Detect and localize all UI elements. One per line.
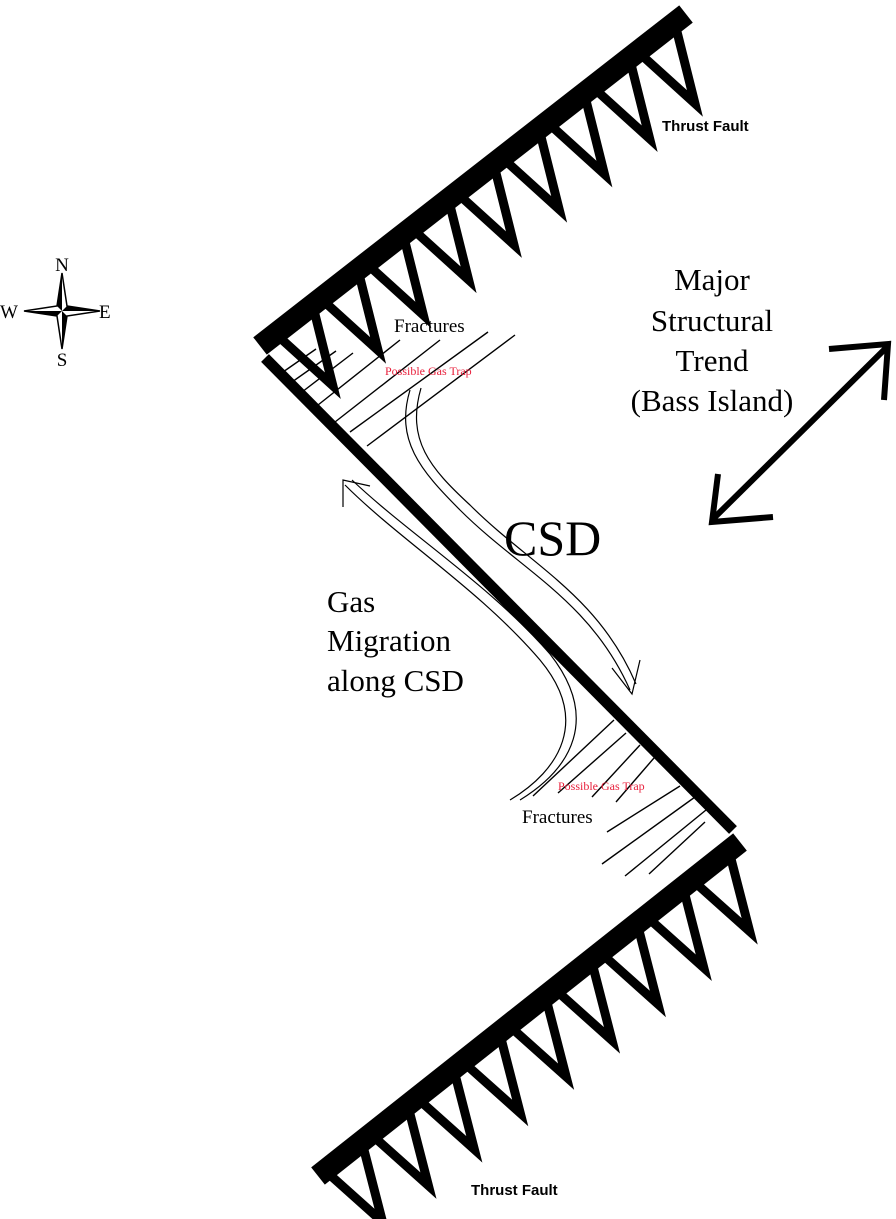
fracture-hatching-bottom — [532, 719, 707, 877]
fracture-line — [366, 334, 516, 447]
fracture-line — [606, 785, 681, 833]
thrust-fault-bottom — [311, 833, 758, 1219]
fracture-line — [648, 821, 706, 875]
gas-migration-arrow-down — [405, 387, 641, 696]
structural-trend-line: (Bass Island) — [631, 383, 794, 418]
fracture-line — [317, 339, 401, 406]
gas-migration-label: Gas Migration along CSD — [327, 584, 464, 698]
compass-w: W — [0, 302, 18, 323]
structural-trend-line: Major — [674, 262, 750, 297]
fault-tooth — [419, 1076, 483, 1163]
gas-trap-label-bottom: Possible Gas Trap — [558, 779, 645, 793]
fracture-line — [282, 348, 317, 373]
compass-s: S — [57, 350, 68, 371]
thrust-fault-label-bottom: Thrust Fault — [471, 1182, 558, 1199]
fault-tooth — [557, 967, 621, 1054]
fault-tooth — [414, 206, 477, 294]
fault-tooth — [373, 1112, 437, 1199]
fracture-line — [615, 757, 655, 803]
fault-tooth — [323, 277, 387, 364]
structural-trend-arrow — [708, 340, 892, 526]
fracture-line — [349, 331, 489, 433]
fault-tooth — [504, 135, 568, 223]
fault-tooth — [459, 171, 522, 258]
thrust-fault-top — [253, 5, 703, 399]
fracture-line — [624, 809, 707, 877]
fracture-hatching-top — [282, 331, 516, 447]
fault-line — [311, 833, 747, 1185]
fault-tooth — [511, 1003, 575, 1090]
fault-tooth — [278, 312, 341, 399]
compass-rose-icon: N S E W — [0, 255, 111, 371]
fault-tooth — [603, 930, 666, 1018]
gas-migration-line: Gas — [327, 584, 375, 619]
fracture-line — [591, 744, 641, 798]
compass-n: N — [55, 255, 69, 276]
fault-tooth — [369, 241, 432, 329]
fracture-line — [557, 732, 627, 794]
structural-trend-label: Major Structural Trend (Bass Island) — [631, 262, 794, 418]
gas-migration-arrow-up — [342, 479, 577, 801]
fault-tooth — [649, 894, 712, 981]
fault-tooth — [695, 858, 758, 945]
csd-line — [261, 354, 737, 834]
fractures-label-top: Fractures — [394, 316, 465, 337]
fracture-line — [334, 339, 441, 423]
gas-trap-label-top: Possible Gas Trap — [385, 364, 472, 378]
structural-trend-line: Structural — [651, 303, 773, 338]
compass-e: E — [99, 302, 111, 323]
fracture-line — [601, 796, 696, 865]
thrust-fault-label-top: Thrust Fault — [662, 118, 749, 135]
fault-tooth — [550, 100, 613, 188]
fault-tooth — [595, 65, 658, 153]
fault-tooth — [640, 30, 703, 117]
structural-trend-line: Trend — [676, 343, 749, 378]
fracture-line — [291, 350, 337, 383]
fractures-label-bottom: Fractures — [522, 807, 593, 828]
fault-tooth — [328, 1148, 387, 1219]
fault-line — [253, 5, 693, 355]
fracture-line — [301, 352, 354, 393]
gas-migration-line: Migration — [327, 623, 451, 658]
csd-label: CSD — [504, 510, 601, 566]
gas-migration-line: along CSD — [327, 663, 464, 698]
fault-tooth — [465, 1039, 529, 1127]
fracture-line — [532, 719, 615, 797]
